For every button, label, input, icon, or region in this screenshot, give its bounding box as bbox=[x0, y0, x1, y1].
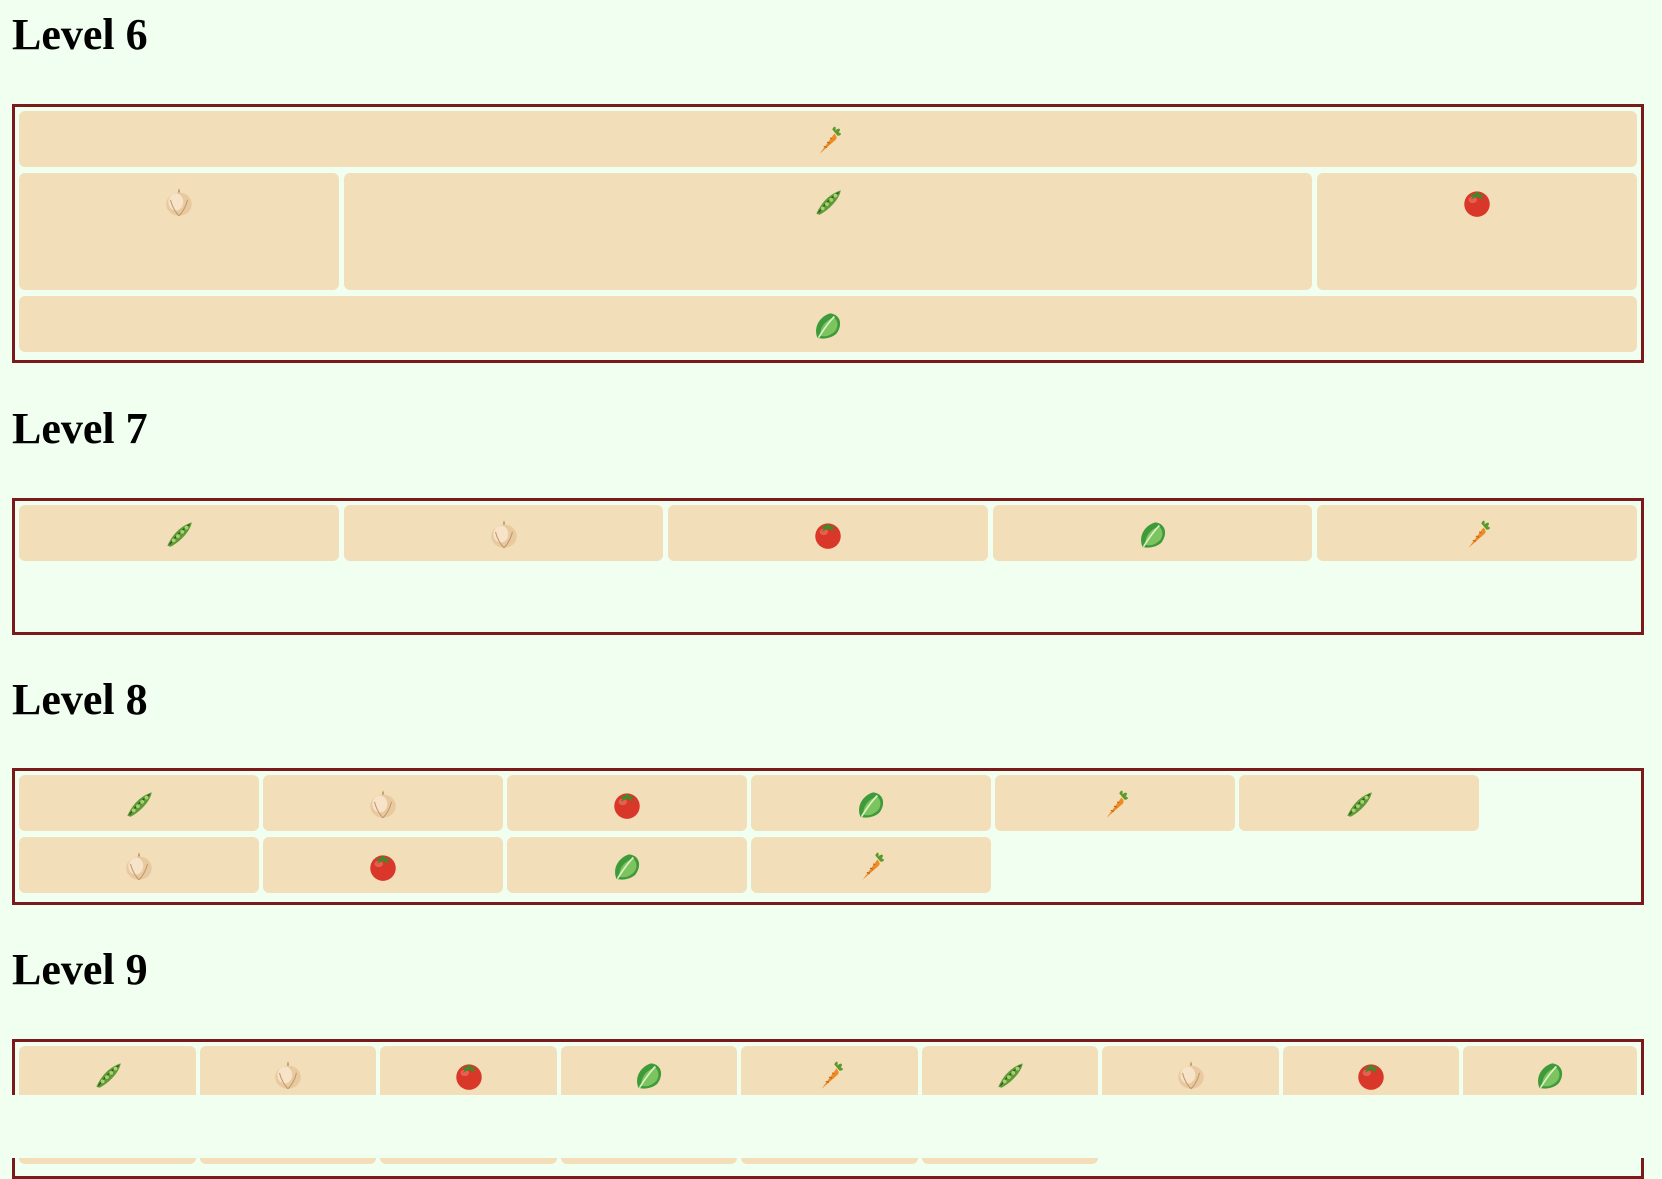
onion-icon bbox=[162, 185, 196, 219]
carrot-icon bbox=[813, 1058, 847, 1092]
bed-lettuce bbox=[993, 505, 1312, 561]
lettuce-icon bbox=[610, 849, 644, 883]
bed-pea bbox=[19, 505, 339, 561]
pea-icon bbox=[91, 1058, 125, 1092]
bed-onion bbox=[263, 775, 503, 831]
bed-lettuce bbox=[19, 296, 1637, 352]
tomato-icon bbox=[366, 849, 400, 883]
lettuce-icon bbox=[1533, 1058, 1567, 1092]
bed-lettuce bbox=[751, 775, 991, 831]
bed-tomato bbox=[507, 775, 747, 831]
bed-tomato bbox=[668, 505, 988, 561]
level-6-title: Level 6 bbox=[12, 10, 148, 59]
pea-icon bbox=[1342, 787, 1376, 821]
bed-tomato bbox=[1317, 173, 1637, 290]
level-8-garden bbox=[12, 768, 1644, 905]
tomato-icon bbox=[1460, 185, 1494, 219]
bed-lettuce bbox=[1463, 1046, 1637, 1102]
carrot-icon bbox=[854, 849, 888, 883]
bed-onion bbox=[19, 837, 259, 893]
bed-pea bbox=[922, 1046, 1098, 1102]
bed-tomato bbox=[263, 837, 503, 893]
carrot-icon bbox=[811, 123, 845, 157]
bed-carrot bbox=[1317, 505, 1637, 561]
bed-pea bbox=[344, 173, 1312, 290]
lettuce-icon bbox=[811, 308, 845, 342]
tomato-icon bbox=[1354, 1058, 1388, 1092]
bed-pea bbox=[1239, 775, 1479, 831]
lettuce-icon bbox=[632, 1058, 666, 1092]
lettuce-icon bbox=[1136, 517, 1170, 551]
pea-icon bbox=[122, 787, 156, 821]
page-bottom-edge bbox=[0, 1095, 1662, 1158]
bed-onion bbox=[200, 1046, 376, 1102]
lettuce-icon bbox=[854, 787, 888, 821]
bed-onion bbox=[344, 505, 663, 561]
carrot-icon bbox=[1098, 787, 1132, 821]
bed-carrot bbox=[995, 775, 1235, 831]
onion-icon bbox=[1174, 1058, 1208, 1092]
bed-carrot bbox=[19, 111, 1637, 167]
bed-tomato bbox=[380, 1046, 557, 1102]
level-7-garden bbox=[12, 498, 1644, 635]
onion-icon bbox=[122, 849, 156, 883]
level-9-title: Level 9 bbox=[12, 945, 148, 994]
bed-tomato bbox=[1283, 1046, 1459, 1102]
tomato-icon bbox=[811, 517, 845, 551]
bed-onion bbox=[1102, 1046, 1279, 1102]
bed-carrot bbox=[741, 1046, 918, 1102]
onion-icon bbox=[366, 787, 400, 821]
level-8-title: Level 8 bbox=[12, 675, 148, 724]
carrot-icon bbox=[1460, 517, 1494, 551]
bed-pea bbox=[19, 775, 259, 831]
bed-onion bbox=[19, 173, 339, 290]
level-7-title: Level 7 bbox=[12, 404, 148, 453]
bed-carrot bbox=[751, 837, 991, 893]
pea-icon bbox=[993, 1058, 1027, 1092]
bed-pea bbox=[19, 1046, 196, 1102]
onion-icon bbox=[271, 1058, 305, 1092]
tomato-icon bbox=[610, 787, 644, 821]
bed-lettuce bbox=[561, 1046, 737, 1102]
bed-lettuce bbox=[507, 837, 747, 893]
level-6-garden bbox=[12, 104, 1644, 363]
tomato-icon bbox=[452, 1058, 486, 1092]
onion-icon bbox=[487, 517, 521, 551]
pea-icon bbox=[162, 517, 196, 551]
pea-icon bbox=[811, 185, 845, 219]
